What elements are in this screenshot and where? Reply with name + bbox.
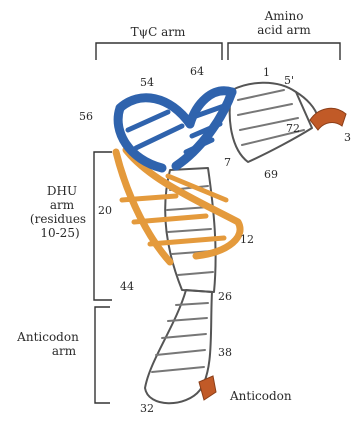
dhu-arm-label-line1: DHU [47, 184, 77, 198]
dhu-arm-label-line3: (residues [30, 212, 86, 226]
anticodon-arm-bracket [95, 307, 110, 403]
residue-64: 64 [190, 65, 204, 78]
anticodon-highlight [199, 376, 216, 400]
residue-26: 26 [218, 290, 232, 303]
t-psi-c-arm-label: TψC arm [131, 25, 186, 39]
residue-12: 12 [240, 233, 254, 246]
dhu-arm-label-line2: arm [50, 198, 75, 212]
amino-acid-arm-label-line1: Amino [264, 9, 304, 23]
residue-56: 56 [79, 110, 93, 123]
t-psi-c-arm-bracket [96, 43, 222, 60]
residue-20: 20 [98, 204, 112, 217]
three-prime-label: 3 [344, 131, 351, 144]
amino-acid-arm-bracket [228, 43, 340, 60]
dhu-arm-label-line4: 10-25) [40, 226, 79, 240]
five-prime-label: 5' [284, 74, 294, 87]
residue-32: 32 [140, 402, 154, 415]
anticodon-label: Anticodon [229, 389, 292, 403]
residue-72: 72 [286, 122, 300, 135]
anticodon-arm-label-line2: arm [52, 344, 77, 358]
anticodon-arm-label-line1: Anticodon [16, 330, 79, 344]
residue-69: 69 [264, 168, 278, 181]
amino-acid-arm-helix [230, 83, 318, 162]
residue-44: 44 [120, 280, 134, 293]
dhu-arm-bracket [94, 152, 112, 300]
residue-1: 1 [263, 66, 270, 79]
residue-54: 54 [140, 76, 154, 89]
amino-acid-arm-label-line2: acid arm [257, 23, 311, 37]
t-psi-c-arm-helix [118, 91, 232, 168]
residue-38: 38 [218, 346, 232, 359]
residue-7: 7 [224, 156, 231, 169]
